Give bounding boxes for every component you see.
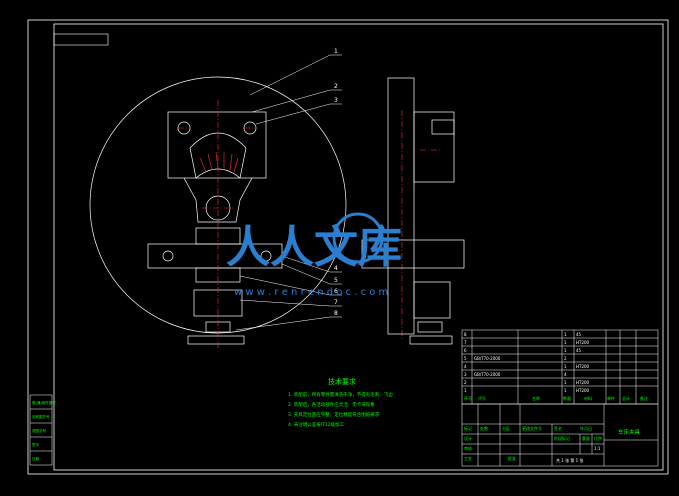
svg-text:旧底图总号: 旧底图总号 (32, 414, 50, 419)
title-stage: 阶段标记 (554, 435, 570, 441)
bom-cell-no: 5 (464, 356, 467, 361)
bom-cell-no: 8 (464, 332, 467, 337)
base-foot (187, 335, 245, 345)
bom-cell-mat: HT200 (576, 380, 590, 385)
bar-hole-right (260, 250, 272, 262)
bom-cell-qty: 1 (564, 364, 567, 369)
bom-cell-no: 1 (464, 388, 467, 393)
bom-cell-no: 4 (464, 364, 467, 369)
title-zone: 分区 (502, 425, 510, 431)
bom-cell-qty: 1 (564, 340, 567, 345)
callout-numbers: 1 2 3 4 5 6 7 8 (334, 48, 338, 317)
side-bar (361, 239, 465, 269)
bom-cell-no: 6 (464, 348, 467, 353)
clamp-body (167, 111, 267, 179)
watermark-ring (332, 212, 384, 264)
bom-cell-no: 2 (464, 380, 467, 385)
side-upper-stub (431, 119, 455, 135)
title-count: 处数 (480, 425, 488, 431)
bom-cell-mat: 45 (576, 332, 582, 337)
callout-4: 4 (334, 265, 338, 272)
callout-8: 8 (334, 310, 338, 317)
title-review: 审核 (464, 445, 472, 451)
bom-header-cell: 总计 (622, 395, 630, 401)
notes-heading: 技术要求 (328, 377, 356, 386)
title-block (461, 403, 659, 467)
bom-cell-qty: 1 (564, 332, 567, 337)
callout-1: 1 (334, 48, 338, 55)
side-strip (29, 394, 53, 466)
bom-cell-qty: 1 (564, 348, 567, 353)
callout-3: 3 (334, 97, 338, 104)
title-block-text: 车床夹具 标记 处数 分区 更改文件号 签名 年月日 设计 审核 工艺 批准 阶… (464, 425, 641, 463)
bom-cell-qty: 1 (564, 380, 567, 385)
side-view (361, 77, 465, 345)
title-process: 工艺 (464, 456, 472, 461)
bom-cell-no: 7 (464, 340, 467, 345)
note-line-4: 4. 未注明公差按IT12级加工 (288, 421, 345, 428)
bom-cell-qty: 2 (564, 356, 567, 361)
svg-text:日期: 日期 (32, 456, 39, 461)
title-mark: 标记 (464, 425, 472, 431)
bom-cell-mat: HT200 (576, 340, 590, 345)
title-design: 设计 (464, 435, 472, 441)
side-block (413, 111, 455, 183)
bom-header-cell: 序号 (464, 395, 472, 401)
bom-cell-qty: 4 (564, 372, 567, 377)
fork-profile (183, 177, 253, 223)
bom-header-cell: 代号 (478, 395, 486, 401)
callout-7: 7 (334, 299, 338, 306)
bom-cell-code: GB/T70-2000 (474, 372, 501, 377)
bom-cell-mat: HT200 (576, 388, 590, 393)
bom-header-cell: 名称 (532, 395, 540, 401)
svg-text:借(通)用件登记: 借(通)用件登记 (32, 400, 56, 405)
watermark-brand: 人人文库 (226, 222, 402, 273)
svg-text:签字: 签字 (32, 442, 39, 447)
bom-cell-code: GB/T70-2000 (474, 356, 501, 361)
title-scale: 比例 (594, 435, 602, 441)
callout-2: 2 (334, 83, 338, 90)
side-lower-block (413, 281, 451, 319)
inner-frame (53, 23, 664, 471)
bar-hole-left (162, 250, 174, 262)
bom-cell-qty: 1 (564, 388, 567, 393)
arc-hatching (199, 151, 239, 173)
watermark-url: w w w . r e n r e n d o c . c o m (234, 287, 388, 298)
side-foot (409, 335, 453, 345)
title-change: 更改文件号 (522, 425, 542, 431)
side-plate (387, 77, 415, 335)
title-approve: 批准 (508, 455, 516, 461)
note-line-1: 1. 装配前，所有零件需清洗干净，不得有毛刺、飞边 (288, 391, 393, 398)
title-weight: 重量 (582, 435, 590, 441)
drawing-number-box (53, 33, 109, 46)
title-date: 年月日 (580, 425, 592, 431)
side-base (417, 321, 443, 333)
svg-text:底图总号: 底图总号 (32, 428, 46, 433)
side-strip-labels: 借(通)用件登记 旧底图总号 底图总号 签字 日期 (32, 400, 56, 461)
bom-cell-mat: 45 (576, 348, 582, 353)
callout-5: 5 (334, 277, 338, 284)
title-scale-value: 1:1 (594, 446, 601, 451)
note-line-2: 2. 装配后，各活动部件应灵活，无卡滞现象 (288, 401, 375, 408)
title-drawing-name: 车床夹具 (618, 428, 641, 436)
title-sheet: 共 1 张 第 1 张 (556, 457, 583, 463)
bom-header-cell: 单件 (607, 395, 615, 401)
title-sign: 签名 (554, 425, 562, 431)
technical-notes: 技术要求 1. 装配前，所有零件需清洗干净，不得有毛刺、飞边 2. 装配后，各活… (288, 377, 393, 428)
center-lines (178, 100, 440, 350)
note-line-3: 3. 夹具定位面应平整，定位精度符合图纸要求 (288, 411, 380, 418)
bom-header-cell: 材料 (584, 395, 592, 401)
outer-frame (27, 19, 669, 475)
callout-leaders (235, 54, 342, 331)
bom-header-cell: 备注 (640, 395, 648, 401)
callout-6: 6 (334, 288, 338, 295)
bom-table (461, 329, 659, 405)
bom-header-cell: 数量 (563, 395, 571, 401)
watermark: 人人文库 w w w . r e n r e n d o c . c o m (226, 212, 402, 298)
bom-cell-no: 3 (464, 372, 467, 377)
bom-cell-mat: HT200 (576, 364, 590, 369)
